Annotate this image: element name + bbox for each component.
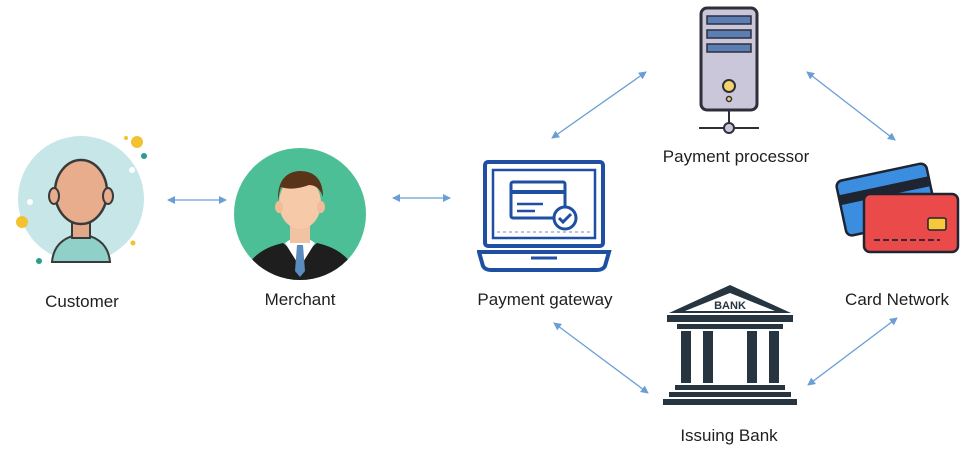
bank-sign-text: BANK	[714, 300, 746, 312]
customer-label: Customer	[45, 292, 119, 311]
arrow-processor-card-network	[806, 71, 896, 141]
issuing-bank-label: Issuing Bank	[680, 426, 778, 445]
arrow-gateway-processor	[551, 71, 647, 139]
payment-gateway-label: Payment gateway	[477, 290, 613, 309]
card-network-icon	[835, 162, 960, 254]
arrow-card-network-bank	[807, 317, 898, 386]
merchant-label: Merchant	[264, 290, 336, 309]
customer-icon	[16, 136, 147, 264]
payment-processor-label: Payment processor	[662, 147, 810, 166]
issuing-bank-icon: BANK	[663, 285, 797, 405]
merchant-icon	[234, 148, 366, 280]
arrow-bank-gateway	[553, 322, 649, 394]
payment-processor-icon	[699, 6, 759, 134]
payment-gateway-icon	[477, 160, 612, 272]
card-network-label: Card Network	[845, 290, 949, 309]
